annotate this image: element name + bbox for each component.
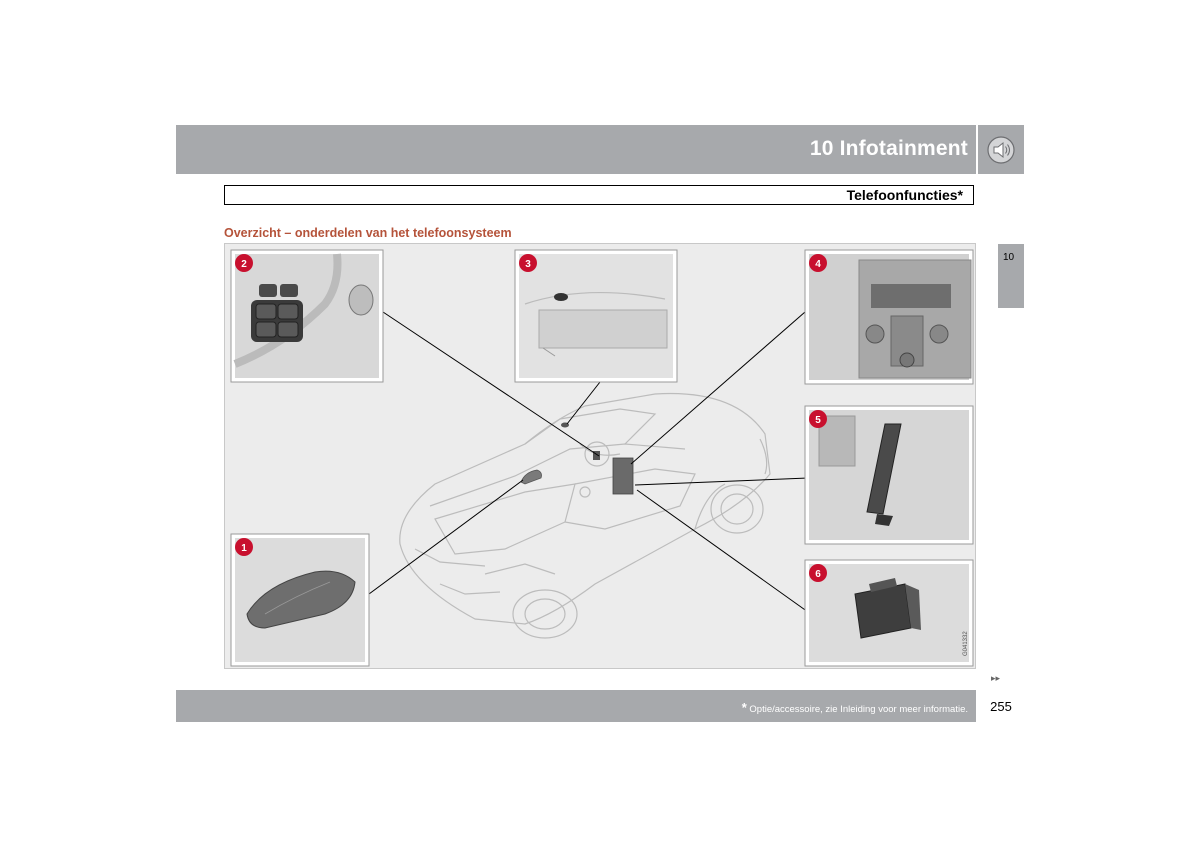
illustration-svg: 2 3 4: [225, 244, 977, 670]
footnote-text: Optie/accessoire, zie Inleiding voor mee…: [749, 704, 968, 715]
chapter-icon-box: [978, 125, 1024, 174]
chapter-title: 10 Infotainment: [810, 137, 968, 161]
callout-2: 2: [241, 259, 247, 270]
page-number: 255: [978, 690, 1024, 722]
car-center-console: [613, 458, 633, 494]
callout-3: 3: [525, 259, 531, 270]
overview-heading: Overzicht – onderdelen van het telefoons…: [224, 226, 512, 240]
phone-system-illustration: 2 3 4: [224, 243, 976, 669]
chapter-side-tab-label: 10: [1003, 252, 1014, 263]
continue-marker: ▸▸: [991, 673, 1000, 684]
footnote-asterisk: *: [742, 700, 747, 715]
chapter-side-tab[interactable]: 10: [998, 244, 1024, 308]
callout-1: 1: [241, 543, 247, 554]
panel-2-steering-controls: 2: [231, 250, 383, 382]
footnote: * Optie/accessoire, zie Inleiding voor m…: [742, 700, 968, 715]
panel-3-microphone: 3: [515, 250, 677, 382]
section-title-box: Telefoonfuncties*: [224, 185, 974, 205]
panel-6-control-module: 6 G041332: [805, 560, 973, 666]
panel-5-phone-cradle: 5: [805, 406, 973, 544]
section-title: Telefoonfuncties*: [847, 187, 963, 203]
panel-4-center-console: 4: [805, 250, 973, 384]
callout-5: 5: [815, 415, 821, 426]
chapter-header-bar: 10 Infotainment: [176, 125, 976, 174]
speaker-icon: [986, 135, 1016, 165]
callout-6: 6: [815, 569, 821, 580]
callout-4: 4: [815, 259, 821, 270]
figure-code: G041332: [963, 631, 969, 656]
footer-bar: * Optie/accessoire, zie Inleiding voor m…: [176, 690, 976, 722]
panel-1-roof-antenna: 1: [231, 534, 369, 666]
car-drawing: [400, 394, 770, 639]
